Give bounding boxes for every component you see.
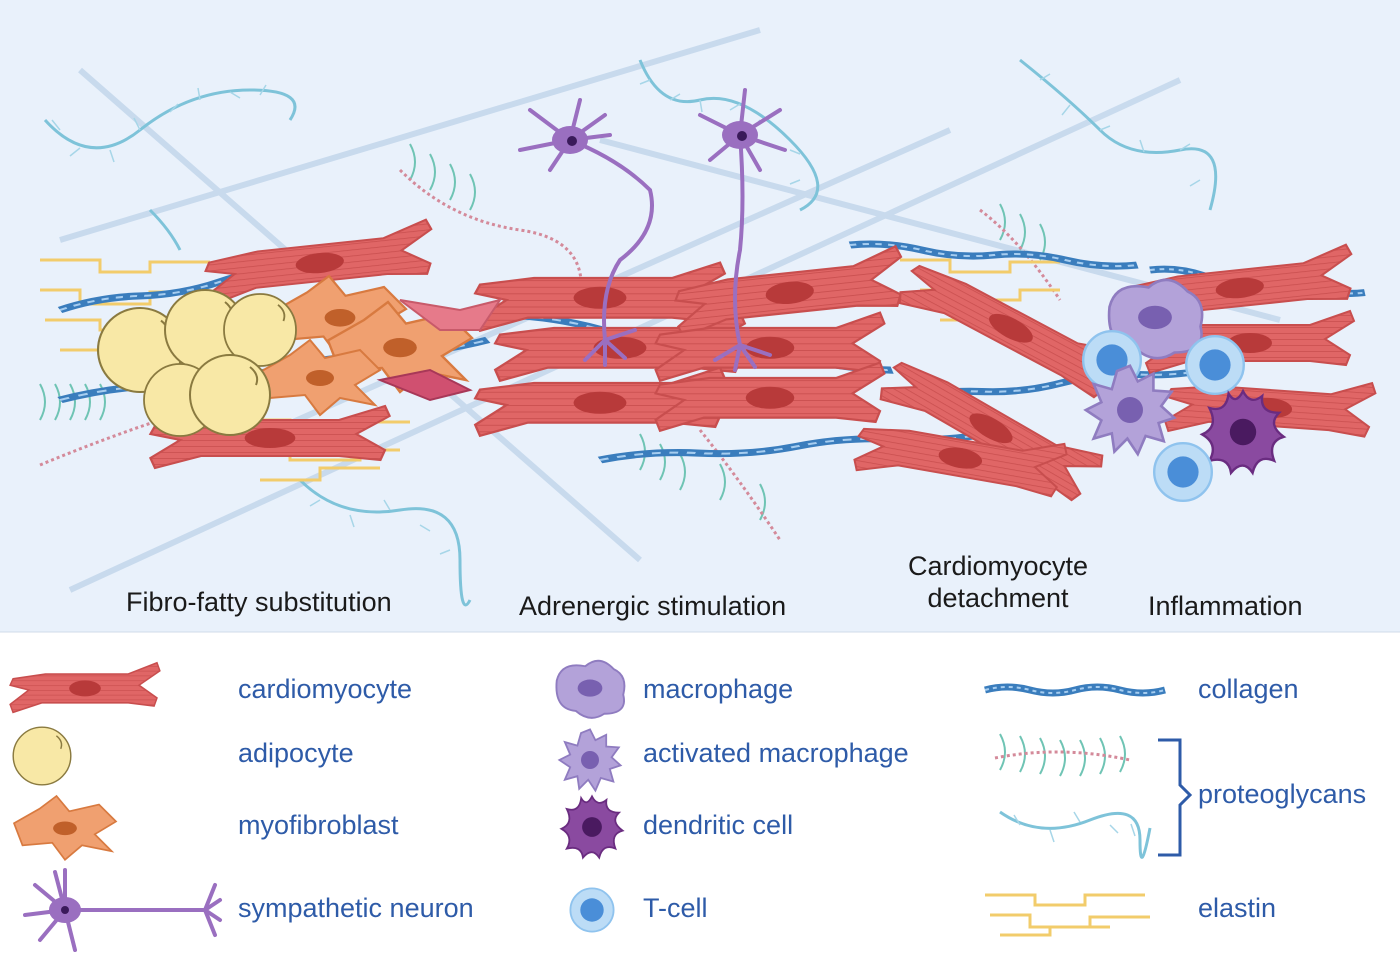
legend-label-myofibroblast: myofibroblast [238, 810, 399, 840]
legend-label-adipocyte: adipocyte [238, 738, 354, 768]
dendritic-cell-icon [560, 795, 624, 859]
adipocyte-icon [12, 726, 72, 786]
legend-label-sympathetic-neuron: sympathetic neuron [238, 893, 474, 923]
legend-label-cardiomyocyte: cardiomyocyte [238, 674, 413, 704]
legend-label-proteoglycans: proteoglycans [1198, 779, 1367, 809]
panel-label-detachment: Cardiomyocyte detachment [888, 550, 1108, 615]
proteoglycan-strand-icon [999, 810, 1152, 859]
sympathetic-neurons-scene [518, 88, 787, 372]
activated-macrophage-icon [558, 728, 622, 792]
macrophage-icon [555, 659, 626, 719]
legend-label-t-cell: T-cell [643, 893, 708, 923]
panel-label-detachment-line1: Cardiomyocyte [907, 551, 1089, 581]
proteoglycan-strands [43, 58, 1218, 607]
legend-label-dendritic-cell: dendritic cell [643, 810, 794, 840]
beaded-strands [39, 168, 1062, 541]
legend-label-elastin: elastin [1198, 893, 1277, 923]
t-cell-icon [569, 887, 615, 933]
panel-label-fibro-fatty: Fibro-fatty substitution [126, 587, 392, 617]
elastin-icon [985, 893, 1150, 937]
myofibroblasts-scene [259, 274, 503, 416]
legend-label-collagen: collagen [1198, 674, 1299, 704]
collagen-icon [985, 687, 1165, 693]
legend-label-activated-macrophage: activated macrophage [643, 738, 909, 768]
sympathetic-neuron-icon [23, 868, 222, 952]
proteoglycan-brush-icon [994, 733, 1131, 777]
legend-icons [9, 659, 1193, 952]
panel-label-detachment-line2: detachment [927, 583, 1069, 614]
proteoglycans-brace-icon [1158, 738, 1193, 857]
panel-label-adrenergic: Adrenergic stimulation [519, 591, 787, 621]
panel-label-inflammation: Inflammation [1148, 591, 1303, 621]
cardiomyocyte-icon [9, 661, 161, 714]
legend-label-macrophage: macrophage [643, 674, 794, 704]
neuron-somas [552, 121, 758, 154]
proteoglycan-bristles [51, 73, 1201, 555]
myofibroblast-icon [13, 795, 117, 861]
